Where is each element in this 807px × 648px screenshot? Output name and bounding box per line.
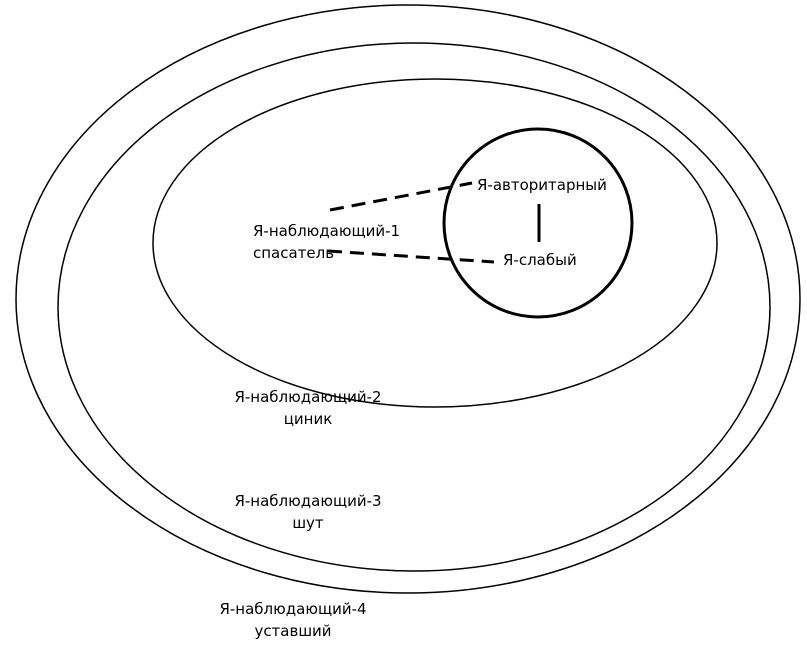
label-observer-3: Я-наблюдающий-3 шут (228, 490, 388, 534)
observer-2-line1: Я-наблюдающий-2 (234, 388, 382, 406)
observer-4-line2: уставший (254, 622, 332, 640)
outer-ellipse-observer-4 (15, 4, 801, 594)
observer-3-line2: шут (292, 514, 324, 532)
label-observer-1: Я-наблюдающий-1 спасатель (253, 220, 400, 264)
ellipse-observer-2 (152, 78, 718, 408)
observer-1-line2: спасатель (253, 244, 335, 262)
dashed-link-to-authoritarian (329, 181, 473, 212)
observer-2-line2: циник (283, 410, 333, 428)
observer-4-line1: Я-наблюдающий-4 (219, 600, 367, 618)
label-weak: Я-слабый (503, 251, 577, 269)
label-authoritarian: Я-авторитарный (477, 176, 607, 194)
label-observer-2: Я-наблюдающий-2 циник (228, 386, 388, 430)
self-circle (442, 127, 634, 319)
ellipse-observer-3 (57, 42, 771, 572)
observer-1-line1: Я-наблюдающий-1 (253, 222, 401, 240)
dashed-link-to-weak (327, 249, 495, 264)
label-observer-4: Я-наблюдающий-4 уставший (213, 598, 373, 642)
observer-3-line1: Я-наблюдающий-3 (234, 492, 382, 510)
